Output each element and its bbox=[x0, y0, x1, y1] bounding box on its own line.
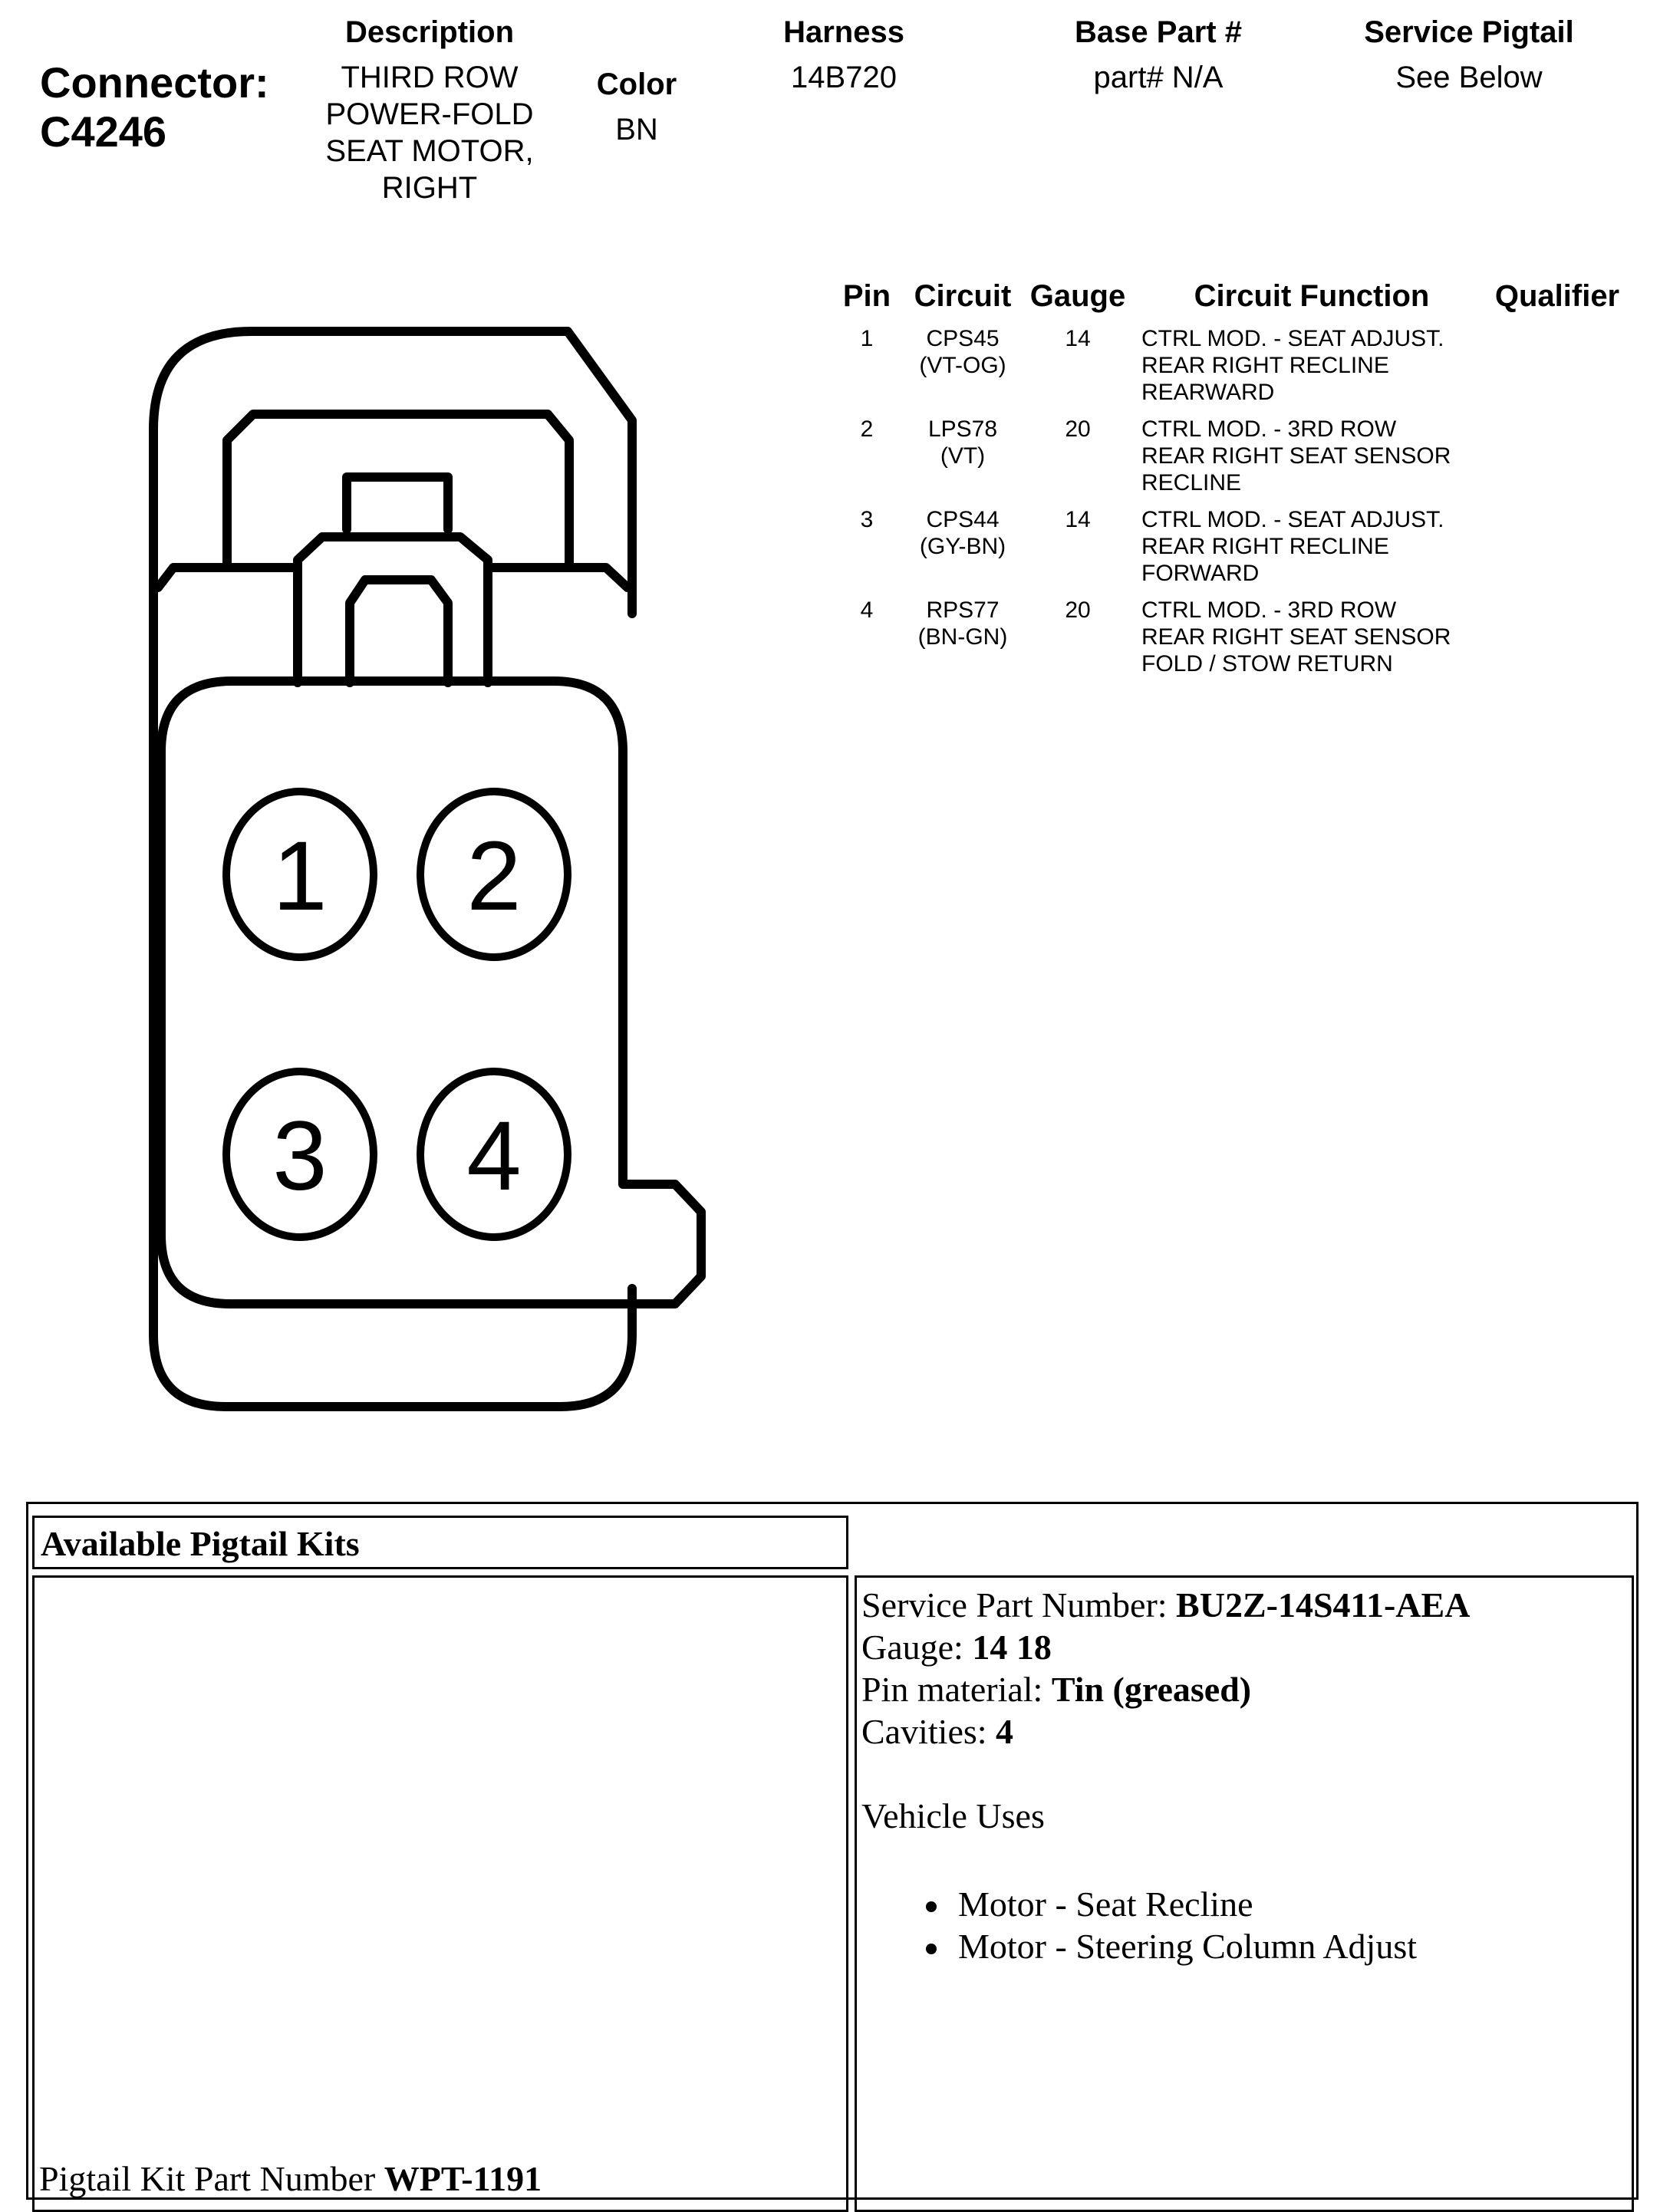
pin-cavity-2 bbox=[417, 788, 571, 961]
pin-col-header-gauge: Gauge bbox=[1029, 279, 1126, 313]
pin-col-header-pin: Pin bbox=[842, 279, 891, 313]
table-row-gauge: 14 bbox=[1065, 326, 1091, 351]
table-row-pin: 1 bbox=[860, 326, 874, 351]
function-line: REAR RIGHT SEAT SENSOR bbox=[1141, 624, 1451, 650]
table-row-pin: 4 bbox=[860, 597, 874, 623]
circuit-id: LPS78 bbox=[927, 416, 998, 442]
service-pigtail-column: Service Pigtail See Below bbox=[1327, 15, 1611, 96]
harness-column: Harness 14B720 bbox=[736, 15, 951, 96]
service-part-value: BU2Z-14S411-AEA bbox=[1176, 1585, 1471, 1624]
pigtail-kit-part-number: Pigtail Kit Part Number WPT-1191 bbox=[39, 2158, 542, 2200]
connector-pin-face bbox=[156, 676, 706, 1308]
pin-cavity-3 bbox=[222, 1068, 377, 1241]
color-label: Color bbox=[596, 67, 677, 101]
kit-cavities: Cavities: 4 bbox=[861, 1710, 1627, 1753]
table-row-circuit: CPS44 (GY-BN) bbox=[905, 506, 1020, 560]
table-row-gauge: 20 bbox=[1065, 597, 1091, 623]
list-item: Motor - Seat Recline bbox=[920, 1883, 1627, 1925]
description-column: Description THIRD ROW POWER-FOLD SEAT MO… bbox=[299, 15, 560, 206]
service-pigtail-value: See Below bbox=[1395, 61, 1543, 94]
kit-pin-material-value: Tin (greased) bbox=[1051, 1670, 1252, 1709]
circuit-id: CPS44 bbox=[926, 507, 1000, 532]
table-row-function: CTRL MOD. - SEAT ADJUST. REAR RIGHT RECL… bbox=[1141, 325, 1494, 406]
kit-gauge-label: Gauge: bbox=[861, 1628, 973, 1667]
color-value: BN bbox=[615, 113, 658, 146]
connector-title: Connector: C4246 bbox=[40, 58, 269, 156]
connector-id: C4246 bbox=[40, 107, 167, 156]
table-row-circuit: LPS78 (VT) bbox=[905, 416, 1020, 469]
pin-number-1: 1 bbox=[272, 821, 327, 931]
kit-cavities-value: 4 bbox=[996, 1712, 1014, 1751]
pin-number-4: 4 bbox=[466, 1101, 521, 1211]
function-line: RECLINE bbox=[1141, 470, 1242, 495]
vehicle-uses-heading: Vehicle Uses bbox=[861, 1796, 1045, 1835]
connector-outer-housing bbox=[149, 327, 637, 1411]
circuit-id: CPS45 bbox=[926, 326, 1000, 351]
pin-number-3: 3 bbox=[272, 1101, 327, 1211]
service-part-number: Service Part Number: BU2Z-14S411-AEA bbox=[861, 1584, 1627, 1626]
base-part-label: Base Part # bbox=[1075, 15, 1242, 49]
harness-value: 14B720 bbox=[791, 61, 897, 94]
pin-number-2: 2 bbox=[466, 821, 521, 931]
function-line: CTRL MOD. - SEAT ADJUST. bbox=[1141, 326, 1444, 351]
connector-label: Connector: bbox=[40, 58, 269, 107]
base-part-column: Base Part # part# N/A bbox=[1020, 15, 1296, 96]
list-item: Motor - Steering Column Adjust bbox=[920, 1925, 1627, 1967]
description-label: Description bbox=[344, 15, 515, 49]
function-line: CTRL MOD. - 3RD ROW bbox=[1141, 597, 1397, 623]
pigtail-kits-title: Available Pigtail Kits bbox=[41, 1524, 360, 1563]
circuit-color: (GY-BN) bbox=[919, 534, 1006, 559]
service-part-label: Service Part Number: bbox=[861, 1585, 1177, 1624]
pigtail-kit-image-cell: Pigtail Kit Part Number WPT-1191 bbox=[32, 1575, 848, 2212]
pigtail-kit-label: Pigtail Kit Part Number bbox=[39, 2159, 384, 2198]
table-row-circuit: RPS77 (BN-GN) bbox=[905, 597, 1020, 650]
kit-pin-material: Pin material: Tin (greased) bbox=[861, 1668, 1627, 1710]
function-line: REAR RIGHT RECLINE bbox=[1141, 534, 1389, 559]
table-row-function: CTRL MOD. - SEAT ADJUST. REAR RIGHT RECL… bbox=[1141, 506, 1494, 587]
service-pigtail-label: Service Pigtail bbox=[1364, 15, 1574, 49]
function-line: REAR RIGHT RECLINE bbox=[1141, 353, 1389, 378]
function-line: CTRL MOD. - SEAT ADJUST. bbox=[1141, 507, 1444, 532]
table-row-pin: 3 bbox=[860, 507, 874, 532]
pin-col-header-qualifier: Qualifier bbox=[1494, 279, 1620, 313]
description-line: SEAT MOTOR, bbox=[325, 134, 534, 168]
table-row-circuit: CPS45 (VT-OG) bbox=[905, 325, 1020, 379]
pigtail-kit-value: WPT-1191 bbox=[384, 2159, 542, 2198]
connector-latch-frame bbox=[153, 410, 632, 687]
pigtail-kits-title-cell: Available Pigtail Kits bbox=[32, 1516, 848, 1569]
function-line: CTRL MOD. - 3RD ROW bbox=[1141, 416, 1397, 442]
table-row-gauge: 14 bbox=[1065, 507, 1091, 532]
kit-pin-material-label: Pin material: bbox=[861, 1670, 1052, 1709]
pin-col-header-circuit: Circuit bbox=[914, 279, 1012, 313]
table-row-pin: 2 bbox=[860, 416, 874, 442]
kit-cavities-label: Cavities: bbox=[861, 1712, 996, 1751]
description-line: RIGHT bbox=[381, 171, 478, 205]
pin-number-labels: 1 2 3 4 bbox=[272, 821, 521, 1211]
connector-face-diagram: 1 2 3 4 bbox=[149, 327, 706, 1411]
circuit-id: RPS77 bbox=[926, 597, 1000, 623]
table-row-gauge: 20 bbox=[1065, 416, 1091, 442]
table-row-function: CTRL MOD. - 3RD ROW REAR RIGHT SEAT SENS… bbox=[1141, 597, 1494, 677]
pin-col-header-function: Circuit Function bbox=[1194, 279, 1430, 313]
description-line: THIRD ROW bbox=[341, 61, 519, 94]
kit-gauge-value: 14 18 bbox=[972, 1628, 1052, 1667]
circuit-color: (VT-OG) bbox=[919, 353, 1006, 378]
function-line: REAR RIGHT SEAT SENSOR bbox=[1141, 443, 1451, 469]
base-part-value: part# N/A bbox=[1093, 61, 1224, 94]
table-row-function: CTRL MOD. - 3RD ROW REAR RIGHT SEAT SENS… bbox=[1141, 416, 1494, 496]
pin-cavities bbox=[222, 788, 571, 1241]
function-line: REARWARD bbox=[1141, 380, 1275, 405]
pigtail-kit-details-cell: Service Part Number: BU2Z-14S411-AEA Gau… bbox=[855, 1575, 1634, 2212]
color-column: Color BN bbox=[568, 67, 706, 148]
kit-gauge: Gauge: 14 18 bbox=[861, 1626, 1627, 1668]
circuit-color: (VT) bbox=[940, 443, 986, 469]
circuit-color: (BN-GN) bbox=[917, 624, 1008, 650]
vehicle-uses-list: Motor - Seat Recline Motor - Steering Co… bbox=[861, 1883, 1627, 1967]
description-line: POWER-FOLD bbox=[325, 97, 534, 131]
pin-cavity-4 bbox=[417, 1068, 571, 1241]
pin-cavity-1 bbox=[222, 788, 377, 961]
harness-label: Harness bbox=[783, 15, 904, 49]
function-line: FORWARD bbox=[1141, 561, 1260, 586]
function-line: FOLD / STOW RETURN bbox=[1141, 651, 1393, 676]
